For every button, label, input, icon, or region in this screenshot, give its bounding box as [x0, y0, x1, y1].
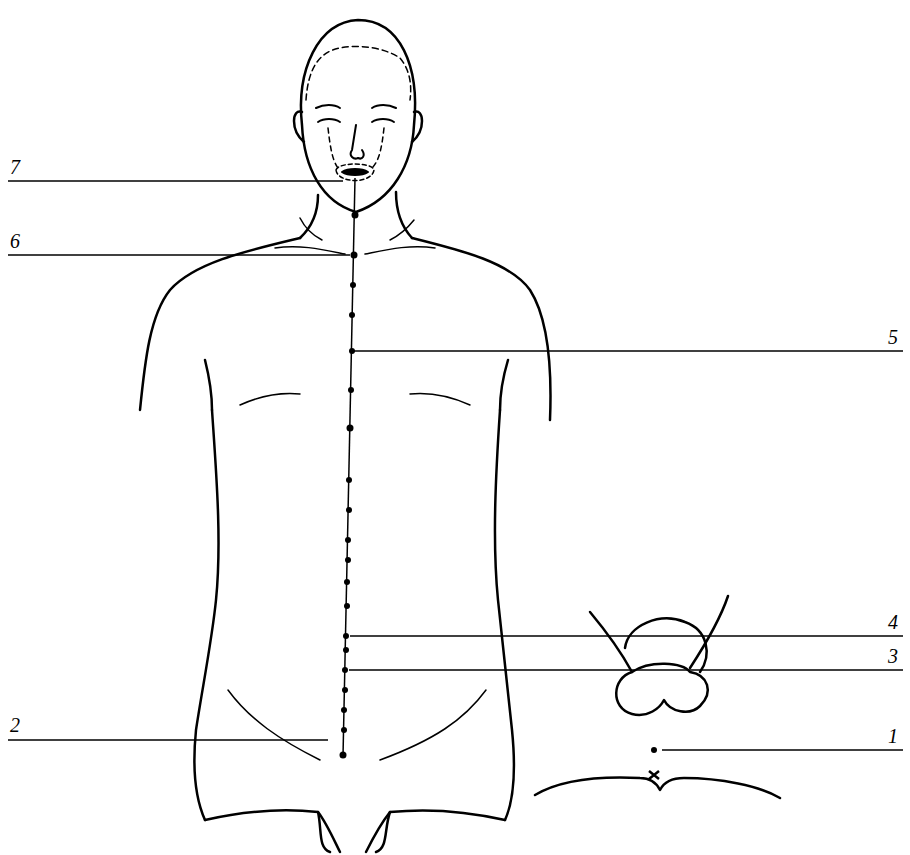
callout-number: 7 — [10, 156, 20, 178]
callout-number: 6 — [10, 230, 20, 252]
callout-number: 4 — [888, 611, 898, 633]
callout-number: 3 — [888, 645, 898, 667]
callout-number: 2 — [10, 714, 20, 736]
callout-number: 5 — [888, 326, 898, 348]
callout-number: 1 — [888, 725, 898, 747]
